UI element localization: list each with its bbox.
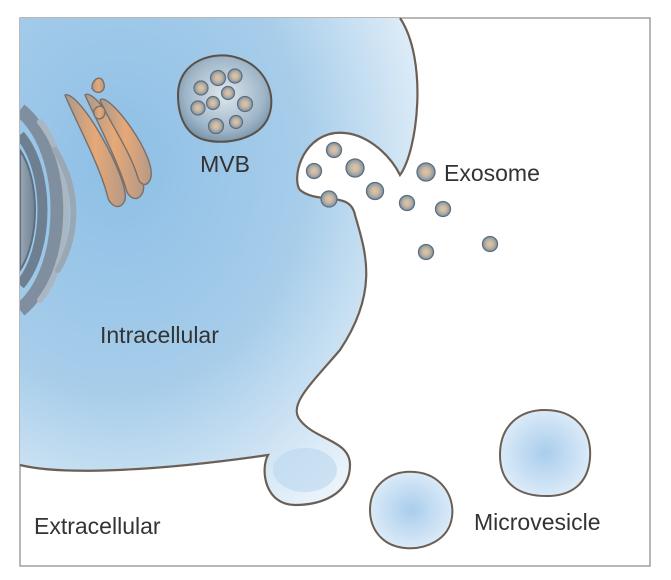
microvesicle-label: Microvesicle	[474, 509, 601, 535]
golgi-apparatus	[64, 77, 152, 208]
nucleus	[20, 104, 77, 316]
extracellular-label: Extracellular	[34, 513, 161, 539]
mvb	[176, 54, 273, 143]
pocket-vesicles	[305, 141, 385, 208]
exosome-label: Exosome	[444, 160, 540, 186]
cell-membrane	[19, 17, 419, 507]
budding-microvesicle	[273, 448, 337, 492]
microvesicles	[368, 408, 592, 550]
mvb-label: MVB	[200, 151, 250, 177]
intracellular-label: Intracellular	[100, 322, 219, 348]
exosomes	[398, 162, 499, 261]
